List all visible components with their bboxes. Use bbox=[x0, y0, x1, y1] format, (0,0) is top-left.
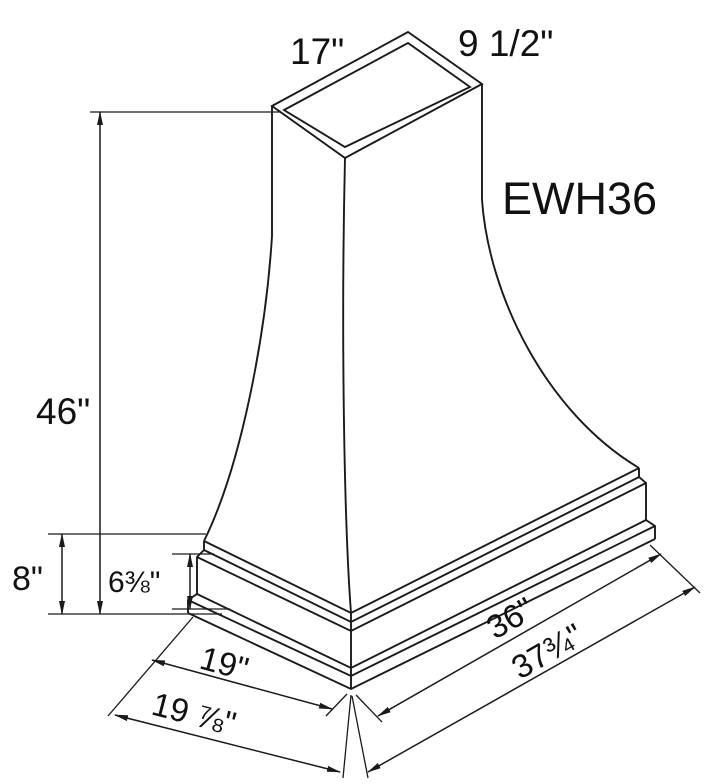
ext-width-front-b bbox=[351, 695, 369, 779]
label-crown-height: 6⅜" bbox=[108, 566, 160, 599]
chimney-top-inner bbox=[282, 41, 472, 149]
label-overall-height: 46" bbox=[36, 391, 90, 432]
ext-depth-front-b bbox=[342, 694, 352, 779]
hood-left-curve bbox=[203, 235, 273, 542]
ext-width-front-a bbox=[355, 694, 383, 723]
label-base-depth: 19" bbox=[196, 639, 252, 687]
hood-right-curve bbox=[481, 199, 640, 469]
label-chimney-width: 17" bbox=[290, 31, 344, 72]
hood-outline bbox=[187, 30, 656, 691]
hood-front-edge bbox=[342, 157, 352, 614]
ext-depth-front-a bbox=[325, 693, 348, 717]
ext-width-right bbox=[649, 544, 701, 594]
dimension-lines bbox=[48, 111, 701, 779]
label-overall-depth: 19 ⅞" bbox=[148, 685, 240, 742]
base-molding bbox=[187, 467, 656, 691]
label-chimney-depth: 9 1/2" bbox=[458, 23, 553, 64]
ext-depth-left bbox=[107, 616, 194, 717]
dimension-labels: 17" 9 1/2" EWH36 46" 8" 6⅜" 19" 19 ⅞" 36… bbox=[12, 23, 657, 742]
label-base-height: 8" bbox=[12, 560, 43, 598]
dimline-overall-depth bbox=[114, 714, 341, 773]
model-label: EWH36 bbox=[502, 173, 657, 224]
dimline-base-depth bbox=[151, 659, 333, 710]
dimline-overall-width bbox=[367, 586, 696, 773]
